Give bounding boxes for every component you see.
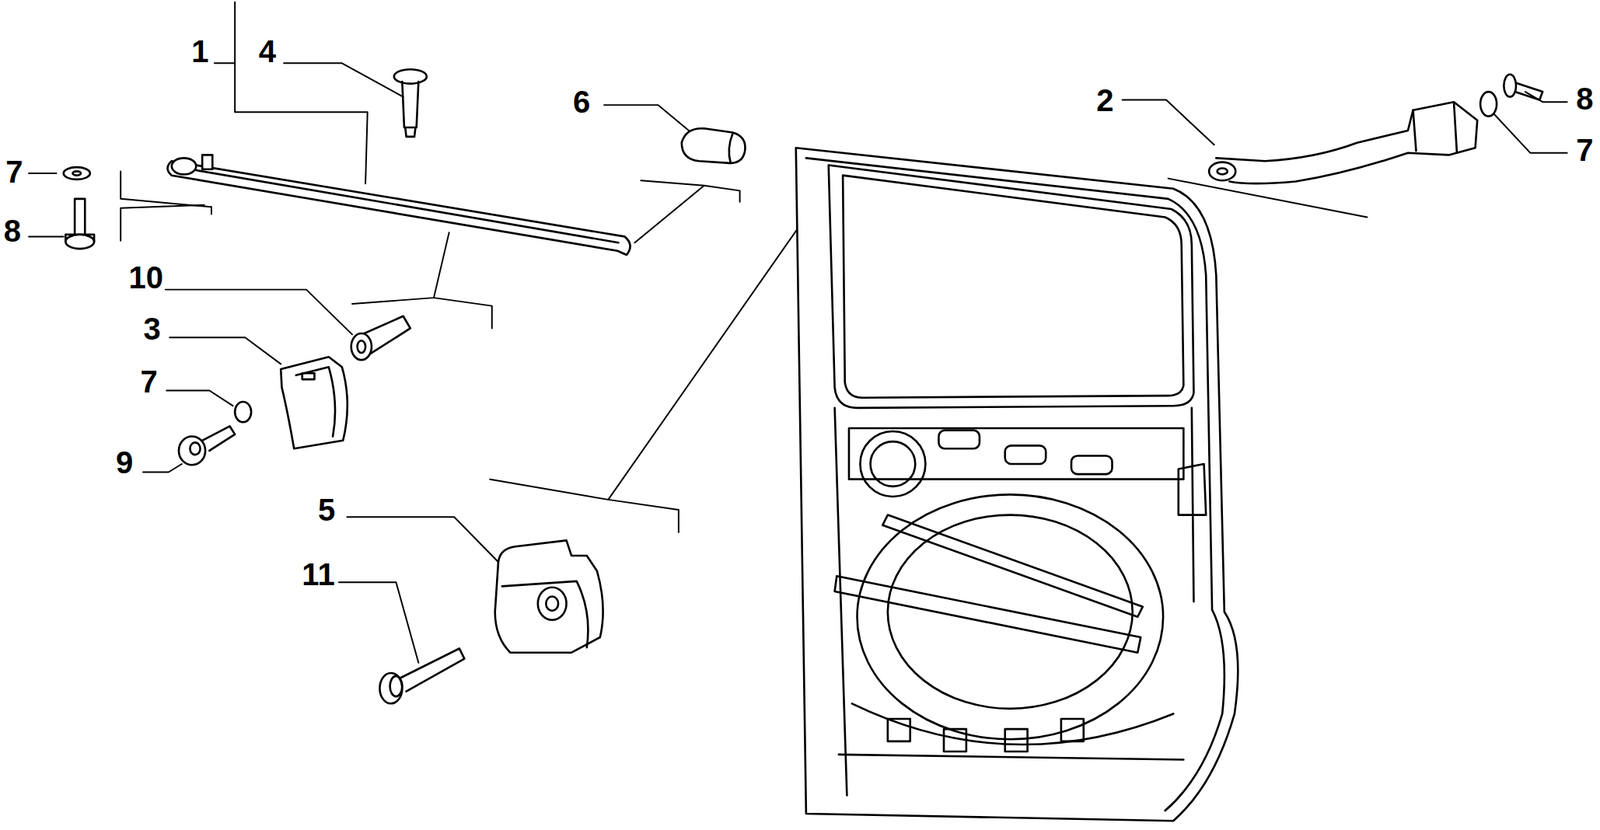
callout-number: 8 [3,215,21,247]
rail [167,154,631,256]
callout-number: 4 [258,35,276,67]
bolt [65,199,95,249]
washer [234,401,252,423]
screw [178,426,235,465]
callout-number: 6 [572,86,591,118]
cap [681,128,746,164]
stop-block [495,540,604,653]
pin [394,69,427,137]
callout-number: 9 [115,447,133,479]
callout-number: 7 [5,156,23,188]
callout-number: 5 [317,494,336,526]
bracket-plate [280,356,348,449]
washer [63,167,91,180]
callout-number: 7 [1575,134,1594,166]
bolt [379,648,465,704]
bolt [1503,74,1543,101]
door-panel [796,147,1239,821]
plug [351,316,411,360]
callout-number: 7 [140,366,158,398]
callout-number: 10 [128,262,164,294]
callout-number: 1 [191,35,209,67]
washer [1480,91,1497,116]
hinge [1208,101,1478,184]
callout-number: 3 [143,313,161,345]
callout-number: 8 [1575,83,1594,115]
callout-number: 11 [301,558,335,591]
callout-number: 2 [1096,84,1114,116]
